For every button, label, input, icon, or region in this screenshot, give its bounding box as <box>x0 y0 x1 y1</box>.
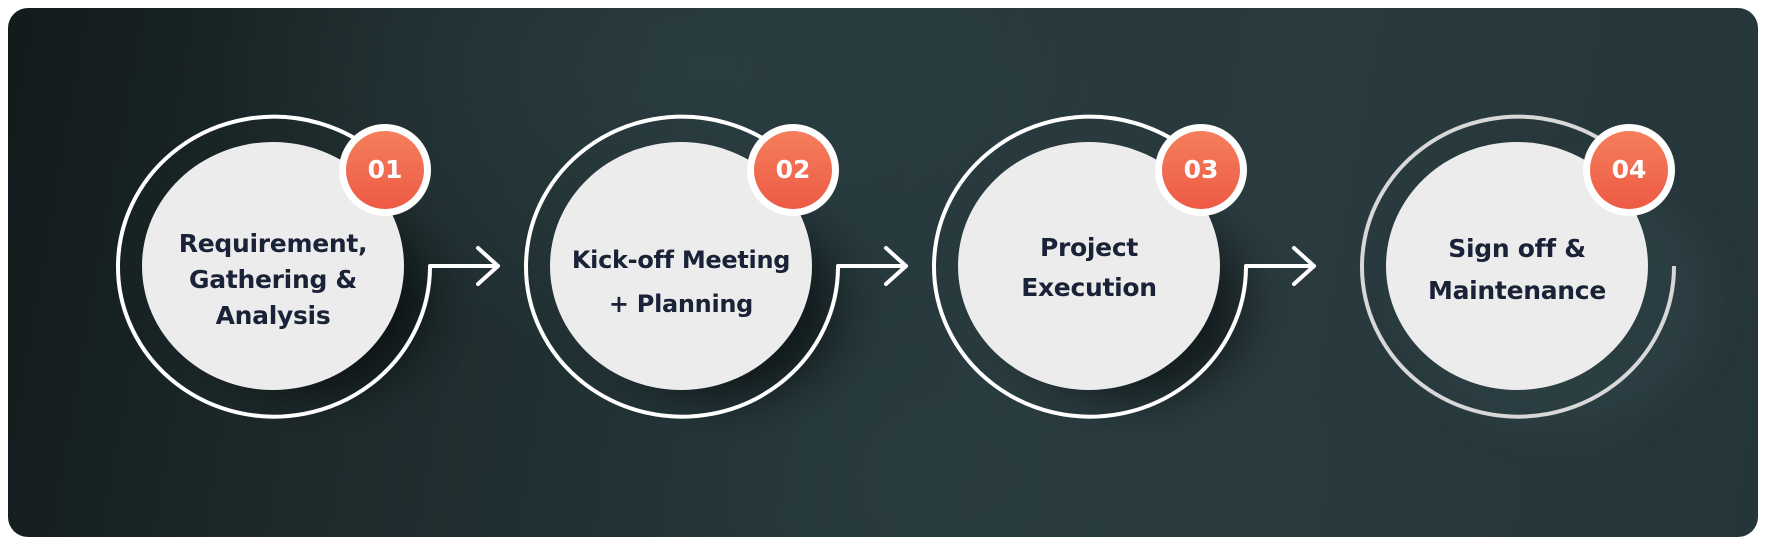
step-3-circle <box>958 142 1220 390</box>
step-4-circle <box>1386 142 1648 390</box>
step-1-title: Requirement, Gathering & Analysis <box>178 229 368 330</box>
step-3 <box>932 114 1316 425</box>
step-1-badge <box>346 131 424 209</box>
step-2-ring <box>524 114 841 419</box>
step-2-badge <box>754 131 832 209</box>
step-4 <box>1360 114 1710 430</box>
arrow-right-icon <box>1244 246 1316 286</box>
step-3-number: 03 <box>1183 155 1219 184</box>
step-1-circle <box>142 142 404 390</box>
step-2 <box>524 114 908 425</box>
step-4-number: 04 <box>1611 155 1647 184</box>
step-2-title: Kick-off Meeting + Planning <box>571 246 791 318</box>
arrow-right-icon <box>836 246 908 286</box>
step-4-ring <box>1360 114 1677 419</box>
step-1-ring <box>116 114 433 419</box>
step-3-title: Project Execution <box>1021 233 1157 302</box>
arrow-right-icon <box>428 246 500 286</box>
step-2-circle <box>550 142 812 390</box>
step-4-badge <box>1590 131 1668 209</box>
step-1 <box>116 114 500 420</box>
step-3-badge <box>1162 131 1240 209</box>
step-3-ring <box>932 114 1249 419</box>
step-1-number: 01 <box>367 155 403 184</box>
step-2-number: 02 <box>775 155 811 184</box>
step-4-title: Sign off & Maintenance <box>1428 234 1606 305</box>
